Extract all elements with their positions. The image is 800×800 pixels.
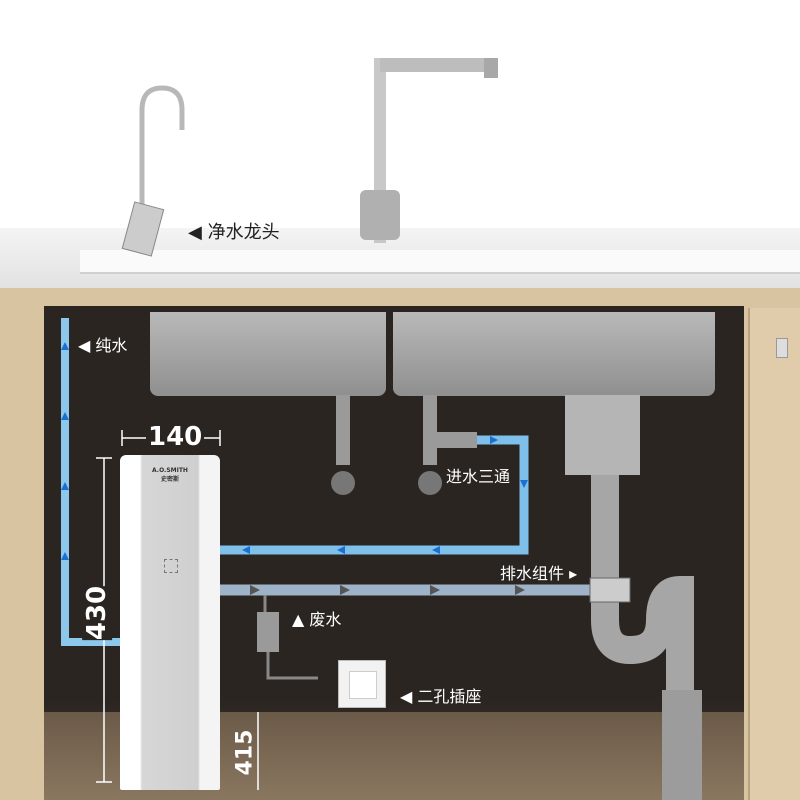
label-pure-water: ◀ 纯水 <box>78 336 128 355</box>
power-adapter <box>257 612 279 652</box>
dimension-clearance: 415 <box>232 729 258 776</box>
sink-lip <box>80 250 800 274</box>
drain-outlet-pipe <box>662 690 702 800</box>
drain-strainer <box>565 395 640 475</box>
display-panel-icon <box>164 559 178 573</box>
sink-basin-left <box>150 312 386 396</box>
sink-drain-trap <box>591 470 694 700</box>
power-cable <box>266 650 318 680</box>
water-purifier-unit: A.O.SMITH 史密斯 <box>120 455 220 790</box>
kitchen-faucet <box>360 58 498 243</box>
drain-flow-arrows <box>250 585 525 595</box>
label-drain-assembly: 排水组件 ▸ <box>500 564 578 583</box>
dimension-width: 140 <box>146 422 205 452</box>
label-waste-water: ▲ 废水 <box>292 610 342 629</box>
drain-clamp <box>589 577 631 603</box>
label-purified-faucet: ◀ 净水龙头 <box>188 222 280 243</box>
pure-water-pipe <box>61 318 120 646</box>
sink-basin-right <box>393 312 715 396</box>
dimension-height: 430 <box>82 585 113 641</box>
label-socket: ◀ 二孔插座 <box>400 687 482 706</box>
door-hinge <box>776 338 788 358</box>
angle-valves <box>331 395 477 495</box>
wall-socket <box>338 660 386 708</box>
flow-arrows <box>61 342 528 560</box>
cabinet-door-right <box>748 308 800 800</box>
label-inlet-tee: 进水三通 <box>446 467 511 486</box>
brand-logo: A.O.SMITH 史密斯 <box>152 467 188 483</box>
inlet-water-pipe <box>220 435 529 555</box>
purified-water-faucet <box>121 85 185 257</box>
